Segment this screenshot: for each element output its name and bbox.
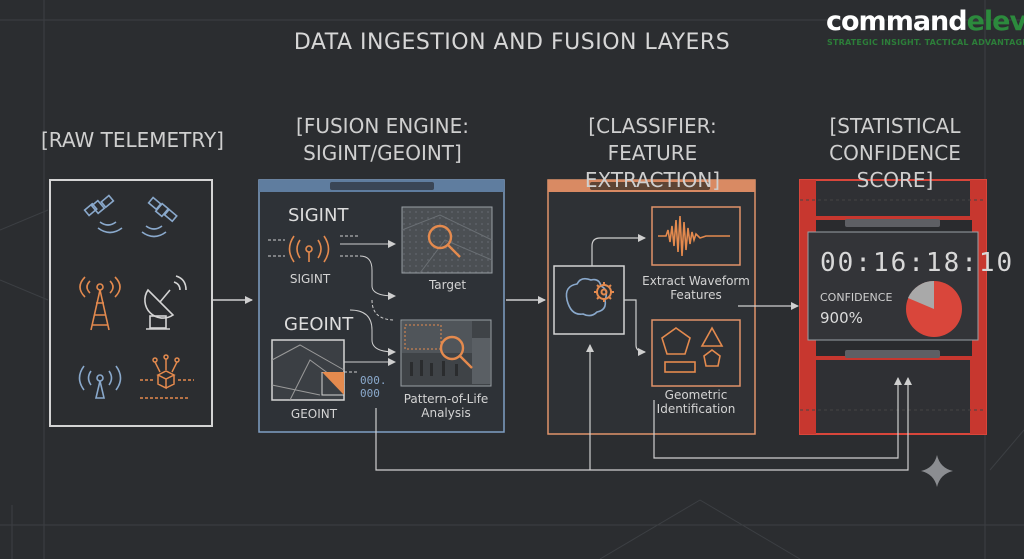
satellite-dish-icon — [144, 275, 187, 330]
waveform-box — [651, 206, 741, 266]
feedback-lines — [375, 344, 912, 471]
fusion-engine-title: [FUSION ENGINE: SIGINT/GEOINT] — [296, 114, 469, 165]
satellite-icon — [141, 196, 178, 238]
sigint-heading: SIGINT — [288, 205, 349, 226]
classifier-connectors — [591, 234, 799, 356]
timer-display: 00:16:18:10 — [820, 248, 1015, 278]
magnifier-icon — [427, 224, 461, 258]
geoint-map-icon — [271, 309, 396, 401]
waveform-icon — [658, 215, 730, 257]
brand-logo: commandeleven — [826, 6, 1024, 38]
shapes-icon — [661, 326, 724, 373]
satellite-icon — [83, 194, 123, 234]
geoint-heading: GEOINT — [284, 314, 354, 335]
pattern-of-life-label: Pattern-of-Life Analysis — [403, 392, 489, 420]
raw-telemetry-title: [RAW TELEMETRY] — [41, 128, 224, 152]
waveform-label: Extract Waveform Features — [642, 274, 750, 302]
geoint-label: GEOINT — [290, 407, 338, 421]
shapes-box — [651, 319, 741, 387]
target-label: Target — [428, 278, 467, 292]
pattern-of-life-imagery — [400, 319, 492, 387]
geoint-coordinates: 000. 000 — [360, 374, 387, 400]
geometric-label: Geometric Identification — [656, 388, 736, 416]
network-cube-icon — [140, 354, 194, 399]
confidence-value: 900% — [820, 309, 863, 327]
confidence-device — [799, 179, 987, 435]
raw-telemetry-box — [49, 179, 213, 427]
sigint-connectors — [268, 235, 396, 321]
wifi-signal-icon — [78, 365, 122, 399]
sigint-label: SIGINT — [289, 272, 331, 286]
sigint-signal-icon — [288, 235, 330, 263]
magnifier-icon — [439, 335, 473, 369]
logo-part-eleven: eleven — [966, 6, 1024, 37]
confidence-label: CONFIDENCE — [820, 291, 893, 304]
pie-chart-icon — [906, 280, 962, 337]
target-imagery — [401, 206, 493, 274]
logo-tagline: STRATEGIC INSIGHT. TACTICAL ADVANTAGE. — [827, 38, 1024, 47]
radio-tower-icon — [79, 276, 121, 331]
classifier-title: [CLASSIFIER: FEATURE EXTRACTION] — [584, 114, 721, 192]
page-title: DATA INGESTION AND FUSION LAYERS — [293, 30, 731, 55]
logo-part-command: command — [826, 6, 968, 37]
confidence-title: [STATISTICAL CONFIDENCE SCORE] — [829, 114, 961, 192]
gear-icon — [594, 282, 614, 302]
sparkle-icon — [921, 455, 953, 487]
